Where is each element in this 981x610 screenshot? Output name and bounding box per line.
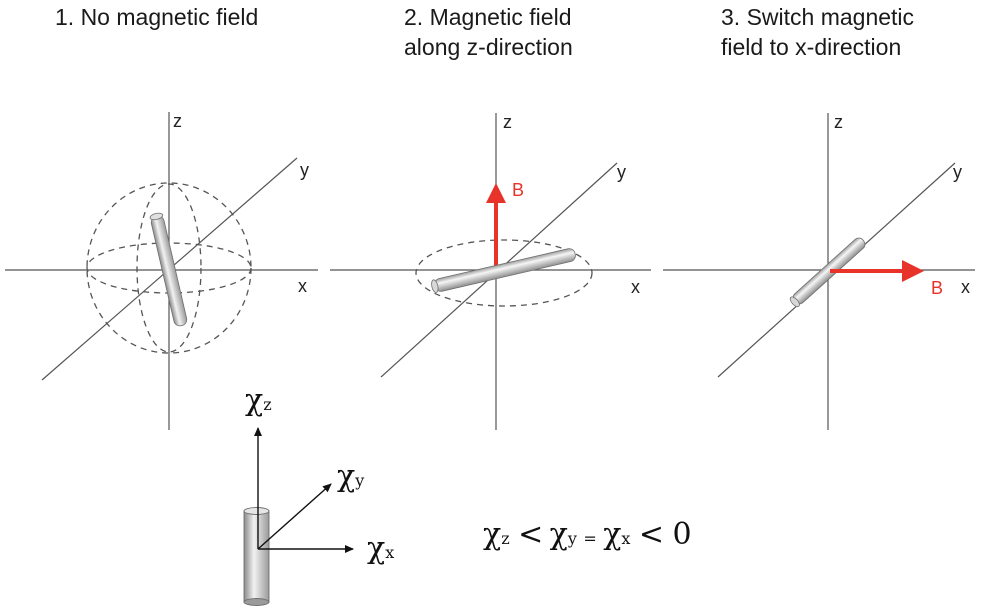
panel-3-title-line-2: field to x-direction: [721, 34, 902, 60]
panel-2-y-label: y: [617, 162, 626, 182]
panel-1-z-label: z: [173, 111, 182, 131]
panel-2-title: 2. Magnetic field along z-direction: [404, 2, 573, 62]
panel-3: z x y B: [663, 112, 975, 430]
panel-2-precession-path: [415, 239, 593, 307]
panel-2-z-label: z: [503, 112, 512, 132]
panel-2-field-arrowhead: [486, 183, 506, 203]
panel-2-field-label: B: [512, 180, 524, 200]
panel-3-rod: [789, 237, 866, 308]
panel-1-title: 1. No magnetic field: [55, 2, 258, 32]
panel-3-field-label: B: [931, 278, 943, 298]
panel-1: z x y: [5, 111, 318, 430]
panel-3-field-arrowhead: [902, 260, 924, 282]
panel-2-rod: [431, 248, 576, 293]
panel-3-title: 3. Switch magnetic field to x-direction: [721, 2, 914, 62]
panel-1-title-line-1: 1. No magnetic field: [55, 4, 259, 30]
panel-3-x-label: x: [961, 277, 970, 297]
legend-y-arrow: [257, 483, 332, 550]
legend-chi-x: χx: [367, 531, 394, 566]
legend-chi-y: χy: [337, 459, 364, 494]
panel-3-z-label: z: [834, 112, 843, 132]
legend-chi-z: χz: [245, 383, 272, 418]
panel-3-title-line-1: 3. Switch magnetic: [721, 4, 915, 30]
susceptibility-legend: χz χy χx: [243, 383, 394, 606]
panel-1-rod: [149, 212, 188, 327]
panel-1-x-label: x: [298, 276, 307, 296]
susceptibility-relation: χz < χy = χx < 0: [483, 517, 692, 552]
panel-1-sphere-meridian: [136, 183, 202, 353]
panel-1-y-label: y: [300, 160, 309, 180]
panel-2-title-line-1: 2. Magnetic field: [404, 4, 572, 30]
panel-2-title-line-2: along z-direction: [404, 34, 573, 60]
panel-3-y-label: y: [953, 162, 962, 182]
legend-rod: [243, 507, 270, 606]
panel-2-x-label: x: [631, 277, 640, 297]
panel-2: z x y B: [330, 112, 651, 430]
